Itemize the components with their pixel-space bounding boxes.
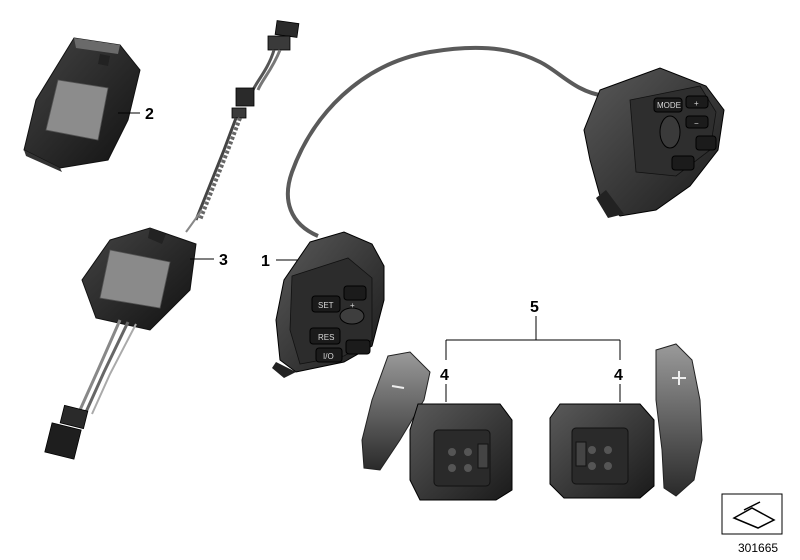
paddles-group-bracket xyxy=(445,316,621,402)
callout-1: 1 xyxy=(261,253,270,270)
right-shift-paddle xyxy=(549,343,703,499)
callout-4-left: 4 xyxy=(440,367,449,384)
set-button-label: SET xyxy=(318,301,334,310)
mode-button-label: MODE xyxy=(657,101,681,110)
plus-sign-icon xyxy=(672,371,686,385)
left-wheel-switch: SET + RES I/O xyxy=(272,231,385,378)
callout-2: 2 xyxy=(145,106,154,123)
res-button-label: RES xyxy=(318,333,334,342)
reference-box xyxy=(721,493,783,535)
left-shift-paddle xyxy=(361,351,513,501)
wiring-harness xyxy=(44,20,300,460)
control-module xyxy=(23,37,141,172)
minus-sign-icon xyxy=(391,385,405,389)
callout-5: 5 xyxy=(530,299,539,316)
right-wheel-switch: MODE + − xyxy=(583,67,725,218)
plus-button-label-left: + xyxy=(350,301,355,310)
callout-4-right: 4 xyxy=(614,367,623,384)
reference-number: 301665 xyxy=(738,541,778,555)
callout-3: 3 xyxy=(219,252,228,269)
switch-cable xyxy=(285,45,606,238)
minus-button-label-right: − xyxy=(694,119,699,128)
io-button-label: I/O xyxy=(323,352,334,361)
plus-button-label-right: + xyxy=(694,99,699,108)
part-symbol-icon xyxy=(732,507,776,529)
